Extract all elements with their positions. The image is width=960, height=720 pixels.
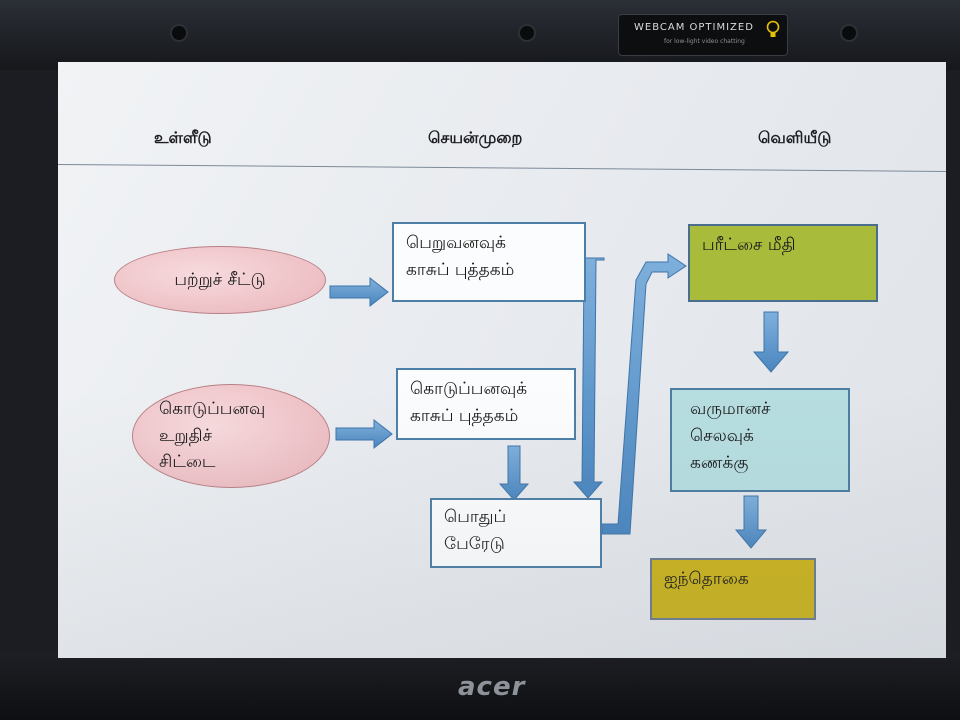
input-payment-voucher-label: கொடுப்பனவு உறுதிச் சிட்டை xyxy=(159,399,266,473)
arrow-trial-to-income xyxy=(752,311,790,373)
arrow-credit-to-receipts xyxy=(329,276,389,308)
laptop-bezel-top xyxy=(0,0,960,70)
webcam-badge: WEBCAM OPTIMIZED for low-light video cha… xyxy=(618,14,788,56)
process-receipts-cash-book: பெறுவனவுக் காசுப் புத்தகம் xyxy=(392,222,586,302)
header-process: செயன்முறை xyxy=(428,128,523,147)
bezel-sensor-dot xyxy=(842,26,856,40)
laptop-bezel-bottom xyxy=(0,652,960,720)
header-input: உள்ளீடு xyxy=(154,128,212,147)
input-credit-note-label: பற்றுச் சீட்டு xyxy=(174,269,266,290)
arrow-payments-to-ledger xyxy=(498,445,530,501)
webcam-badge-subtitle: for low-light video chatting xyxy=(664,38,745,45)
output-income-expenditure: வருமானச் செலவுக் கணக்கு xyxy=(670,388,850,492)
arrow-voucher-to-payments xyxy=(335,418,393,450)
laptop-screen: உள்ளீடு செயன்முறை வெளியீடு xyxy=(58,62,946,658)
webcam-badge-title: WEBCAM OPTIMIZED xyxy=(634,22,754,33)
process-general-ledger: பொதுப் பேரேடு xyxy=(430,498,602,568)
process-payments-cash-book: கொடுப்பனவுக் காசுப் புத்தகம் xyxy=(396,368,576,440)
bezel-sensor-dot xyxy=(172,26,186,40)
output-trial-balance: பரீட்சை மீதி xyxy=(688,224,878,302)
lightbulb-icon xyxy=(766,20,780,37)
webcam-lens xyxy=(520,26,534,40)
flow-arrows xyxy=(329,253,790,549)
input-credit-note: பற்றுச் சீட்டு xyxy=(114,246,326,314)
arrow-ledger-to-trial xyxy=(601,253,687,535)
brand-logo: acer xyxy=(458,672,526,702)
output-balance-sheet: ஐந்தொகை xyxy=(650,558,816,620)
header-output: வெளியீடு xyxy=(758,128,832,147)
arrow-income-to-balance xyxy=(734,495,768,549)
input-payment-voucher: கொடுப்பனவு உறுதிச் சிட்டை xyxy=(132,384,330,488)
flowchart-slide: உள்ளீடு செயன்முறை வெளியீடு xyxy=(58,62,946,658)
